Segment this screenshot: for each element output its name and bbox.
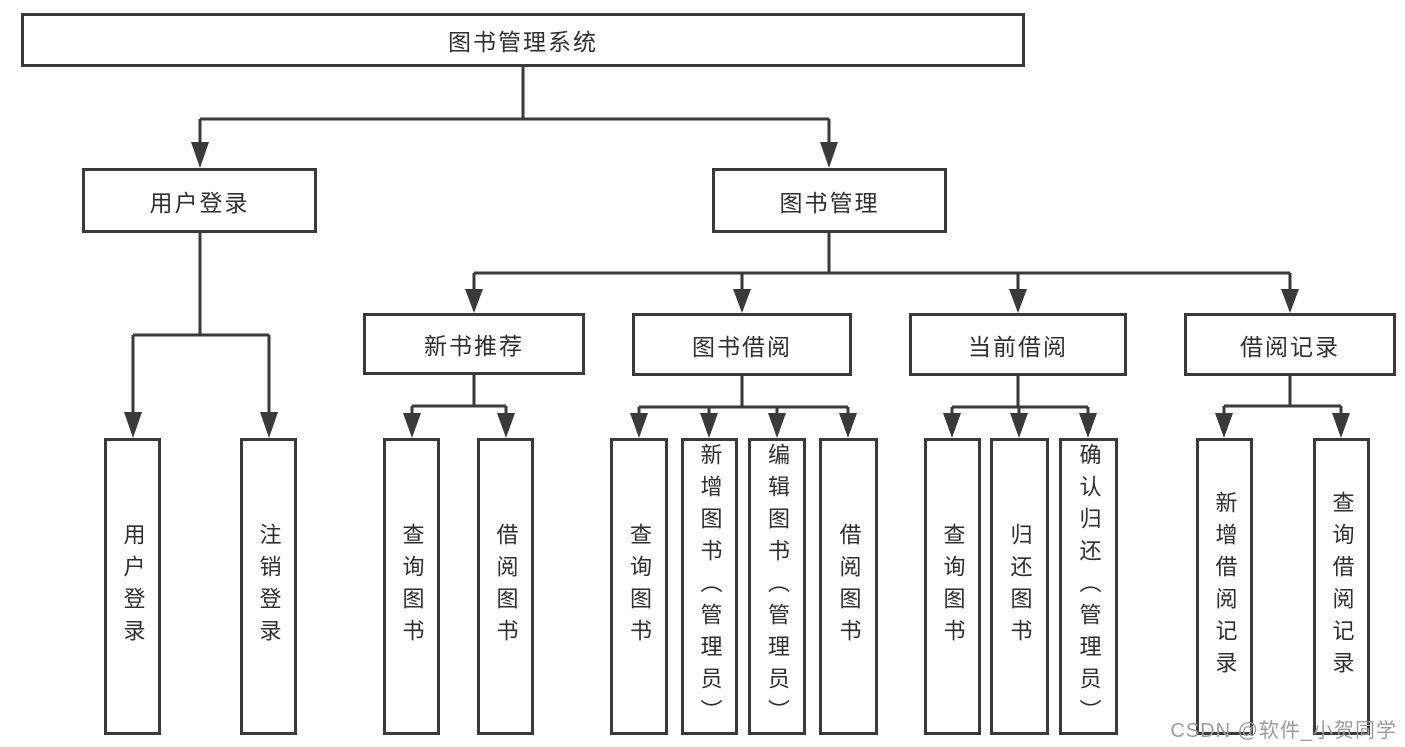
node-borrow-records-label: 借阅记录 <box>1240 333 1340 360</box>
leaf-query-book-recommend-label: 查询图书 <box>399 522 425 651</box>
leaf-logout-label: 注销登录 <box>256 522 282 651</box>
leaf-logout: 注销登录 <box>240 438 297 735</box>
leaf-add-book-admin-label: 新增图书（管理员） <box>697 442 723 731</box>
node-user-login: 用户登录 <box>82 168 317 233</box>
leaf-confirm-return-admin-label: 确认归还（管理员） <box>1076 442 1102 731</box>
leaf-confirm-return-admin: 确认归还（管理员） <box>1059 438 1118 735</box>
node-book-management: 图书管理 <box>712 168 947 233</box>
leaf-add-borrow-record: 新增借阅记录 <box>1196 438 1253 735</box>
node-new-book-recommend-label: 新书推荐 <box>424 333 524 359</box>
leaf-return-book-label: 归还图书 <box>1007 522 1033 651</box>
leaf-edit-book-admin-label: 编辑图书（管理员） <box>765 442 790 731</box>
leaf-borrow-book-recommend: 借阅图书 <box>477 438 534 735</box>
leaf-query-book-current: 查询图书 <box>924 438 981 735</box>
leaf-query-book-borrow-label: 查询图书 <box>627 522 652 651</box>
leaf-query-book-recommend: 查询图书 <box>383 438 440 735</box>
csdn-watermark: CSDN @软件_小贺同学 <box>1170 720 1397 742</box>
leaf-query-book-current-label: 查询图书 <box>940 522 966 651</box>
leaf-query-book-borrow: 查询图书 <box>610 438 668 735</box>
leaf-borrow-book-recommend-label: 借阅图书 <box>493 522 519 651</box>
leaf-add-borrow-record-label: 新增借阅记录 <box>1212 490 1238 683</box>
leaf-borrow-book: 借阅图书 <box>819 438 878 735</box>
leaf-user-login: 用户登录 <box>104 438 161 735</box>
node-borrow-records: 借阅记录 <box>1184 313 1396 376</box>
node-root-system: 图书管理系统 <box>21 13 1025 67</box>
node-book-management-label: 图书管理 <box>779 189 880 216</box>
leaf-query-borrow-record-label: 查询借阅记录 <box>1329 490 1355 683</box>
arrowhead-icons <box>124 142 1350 438</box>
leaf-query-borrow-record: 查询借阅记录 <box>1313 438 1370 735</box>
leaf-user-login-label: 用户登录 <box>120 522 146 651</box>
leaf-return-book: 归还图书 <box>990 438 1049 735</box>
node-current-borrow-label: 当前借阅 <box>968 333 1068 360</box>
leaf-borrow-book-label: 借阅图书 <box>836 522 862 651</box>
node-user-login-label: 用户登录 <box>149 189 250 216</box>
node-new-book-recommend: 新书推荐 <box>363 313 585 375</box>
node-book-borrow-label: 图书借阅 <box>692 333 792 360</box>
node-root-system-label: 图书管理系统 <box>448 29 598 55</box>
node-book-borrow: 图书借阅 <box>632 313 852 376</box>
node-current-borrow: 当前借阅 <box>909 313 1127 376</box>
leaf-edit-book-admin: 编辑图书（管理员） <box>748 438 806 735</box>
leaf-add-book-admin: 新增图书（管理员） <box>681 438 738 735</box>
